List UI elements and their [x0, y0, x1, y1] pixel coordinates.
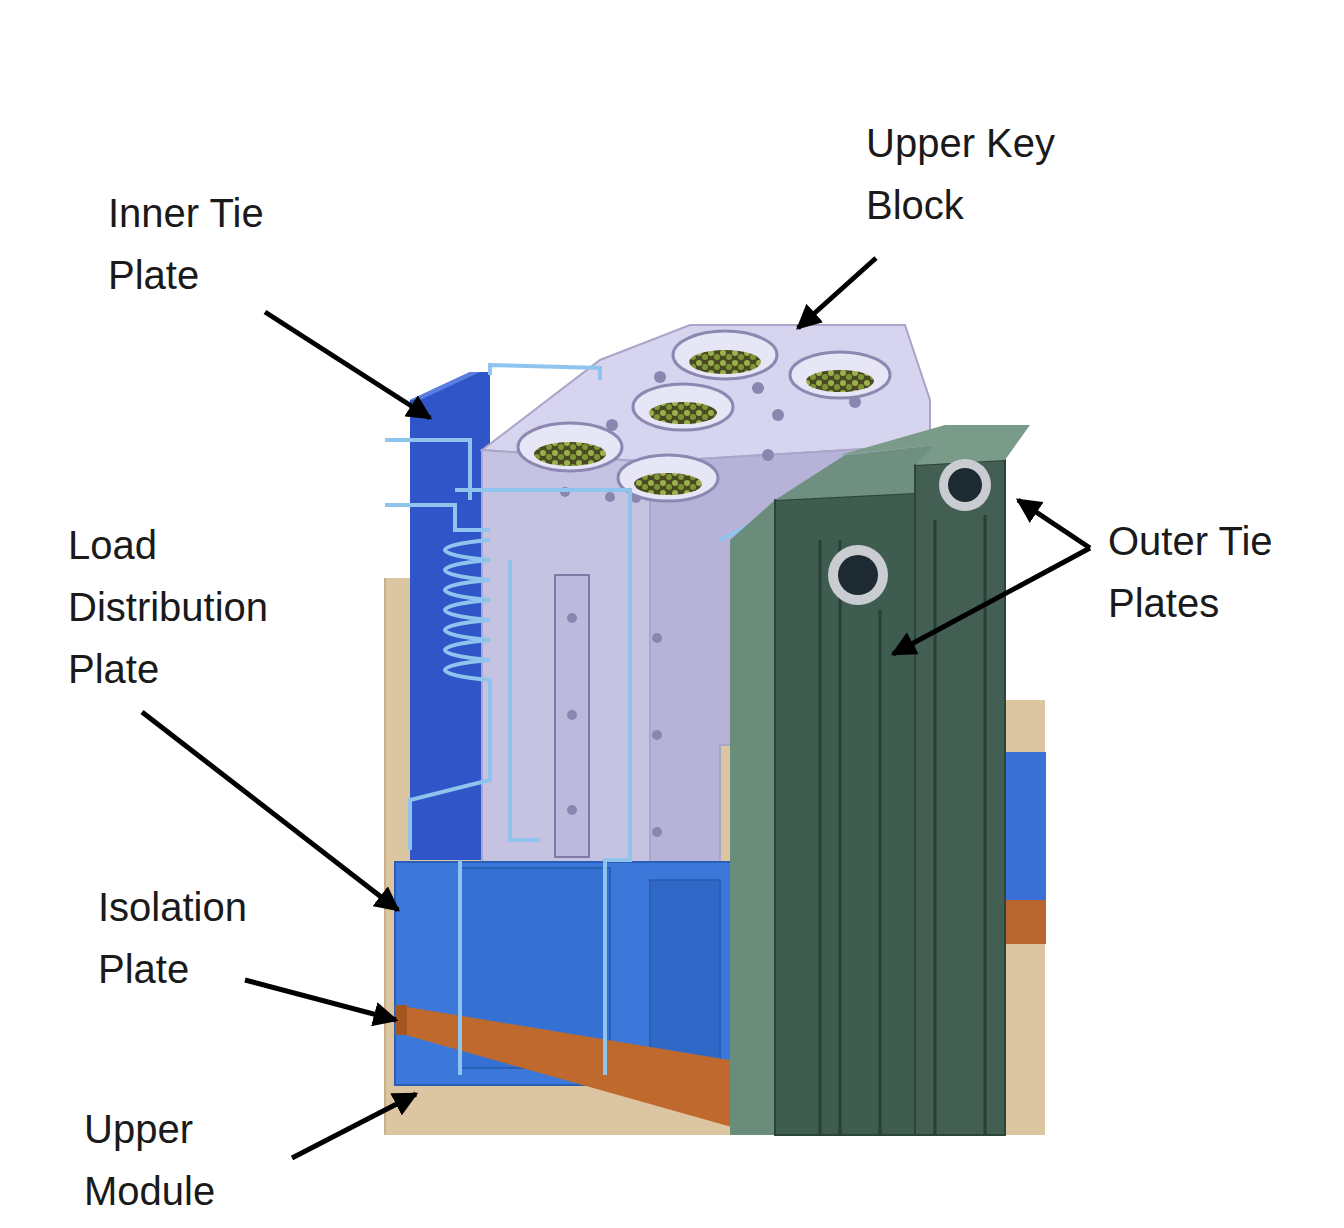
module-edge [384, 578, 386, 1135]
leader-line [142, 712, 398, 910]
inner-tie-plate [410, 372, 490, 860]
outer-tie-plate [915, 460, 1005, 1135]
distribution-segment [650, 880, 720, 1070]
part-label: Upper Key Block [866, 112, 1071, 236]
plate-grooves [820, 515, 985, 1135]
inner-tie-plate-side [410, 372, 480, 400]
cooling-tube [385, 365, 775, 1135]
part-label: Outer Tie Plates [1108, 510, 1323, 634]
leader-line [245, 980, 396, 1020]
outer-tie-plate-side [730, 500, 775, 1135]
leader-line [893, 548, 1090, 654]
key-block-front [482, 450, 650, 862]
leader-line [265, 312, 430, 418]
part-label: Upper Module [84, 1098, 284, 1222]
leader-arrows [142, 258, 1090, 1158]
rear-isolation-plate [1000, 900, 1046, 944]
outer-tie-plate [775, 493, 915, 1135]
leader-line [1018, 500, 1090, 548]
leader-line [292, 1094, 416, 1158]
part-label: Load Distribution Plate [68, 514, 338, 700]
isolation-plate-front [395, 1005, 407, 1035]
leader-line [798, 258, 876, 328]
key-block-slot [555, 575, 589, 857]
tie-rod-port [828, 459, 991, 605]
outer-tie-plate-top [840, 425, 1030, 465]
part-label: Isolation Plate [98, 876, 298, 1000]
part-label: Inner Tie Plate [108, 182, 308, 306]
